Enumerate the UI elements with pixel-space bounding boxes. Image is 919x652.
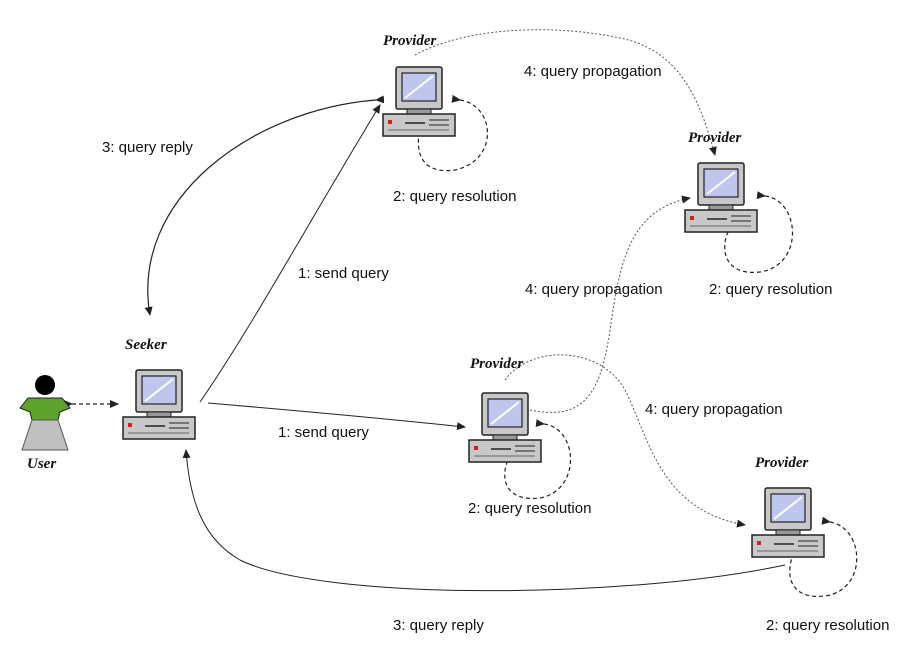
provider-right-label: Provider — [688, 130, 741, 146]
provider-mid-label: Provider — [470, 356, 523, 372]
seeker-label: Seeker — [125, 337, 167, 353]
send-query-label-mid: 1: send query — [278, 424, 369, 441]
resolution-loop-top — [417, 94, 489, 172]
propagation-label-mid-left: 4: query propagation — [525, 281, 663, 298]
reply-label-top: 3: query reply — [102, 139, 193, 156]
resolution-label-right: 2: query resolution — [709, 281, 832, 298]
provider-bottom-label: Provider — [755, 455, 808, 471]
send-query-arrow-mid — [207, 402, 466, 431]
reply-label-bottom: 3: query reply — [393, 617, 484, 634]
propagation-label-top: 4: query propagation — [524, 63, 662, 80]
propagation-label-mid-right: 4: query propagation — [645, 401, 783, 418]
query-reply-arrow-top — [144, 95, 385, 316]
resolution-label-mid: 2: query resolution — [468, 500, 591, 517]
send-query-label-top: 1: send query — [298, 265, 389, 282]
query-reply-arrow-bottom — [182, 449, 786, 592]
resolution-label-top: 2: query resolution — [393, 188, 516, 205]
propagation-arrow-top — [414, 29, 717, 156]
provider-mid-computer-icon — [468, 392, 542, 463]
user-label: User — [27, 456, 56, 472]
provider-top-computer-icon — [382, 66, 456, 137]
provider-bottom-computer-icon — [751, 487, 825, 558]
resolution-label-bottom: 2: query resolution — [766, 617, 889, 634]
send-query-arrow-top — [199, 104, 381, 403]
resolution-loop-right — [724, 191, 793, 273]
user-person-icon — [19, 375, 71, 451]
propagation-arrow-mid-right-provider — [529, 195, 691, 413]
resolution-loop-bottom — [789, 516, 858, 597]
provider-top-label: Provider — [383, 33, 436, 49]
propagation-arrow-mid-bottom-provider — [504, 354, 746, 528]
provider-right-computer-icon — [684, 162, 758, 233]
seeker-computer-icon — [122, 369, 196, 440]
